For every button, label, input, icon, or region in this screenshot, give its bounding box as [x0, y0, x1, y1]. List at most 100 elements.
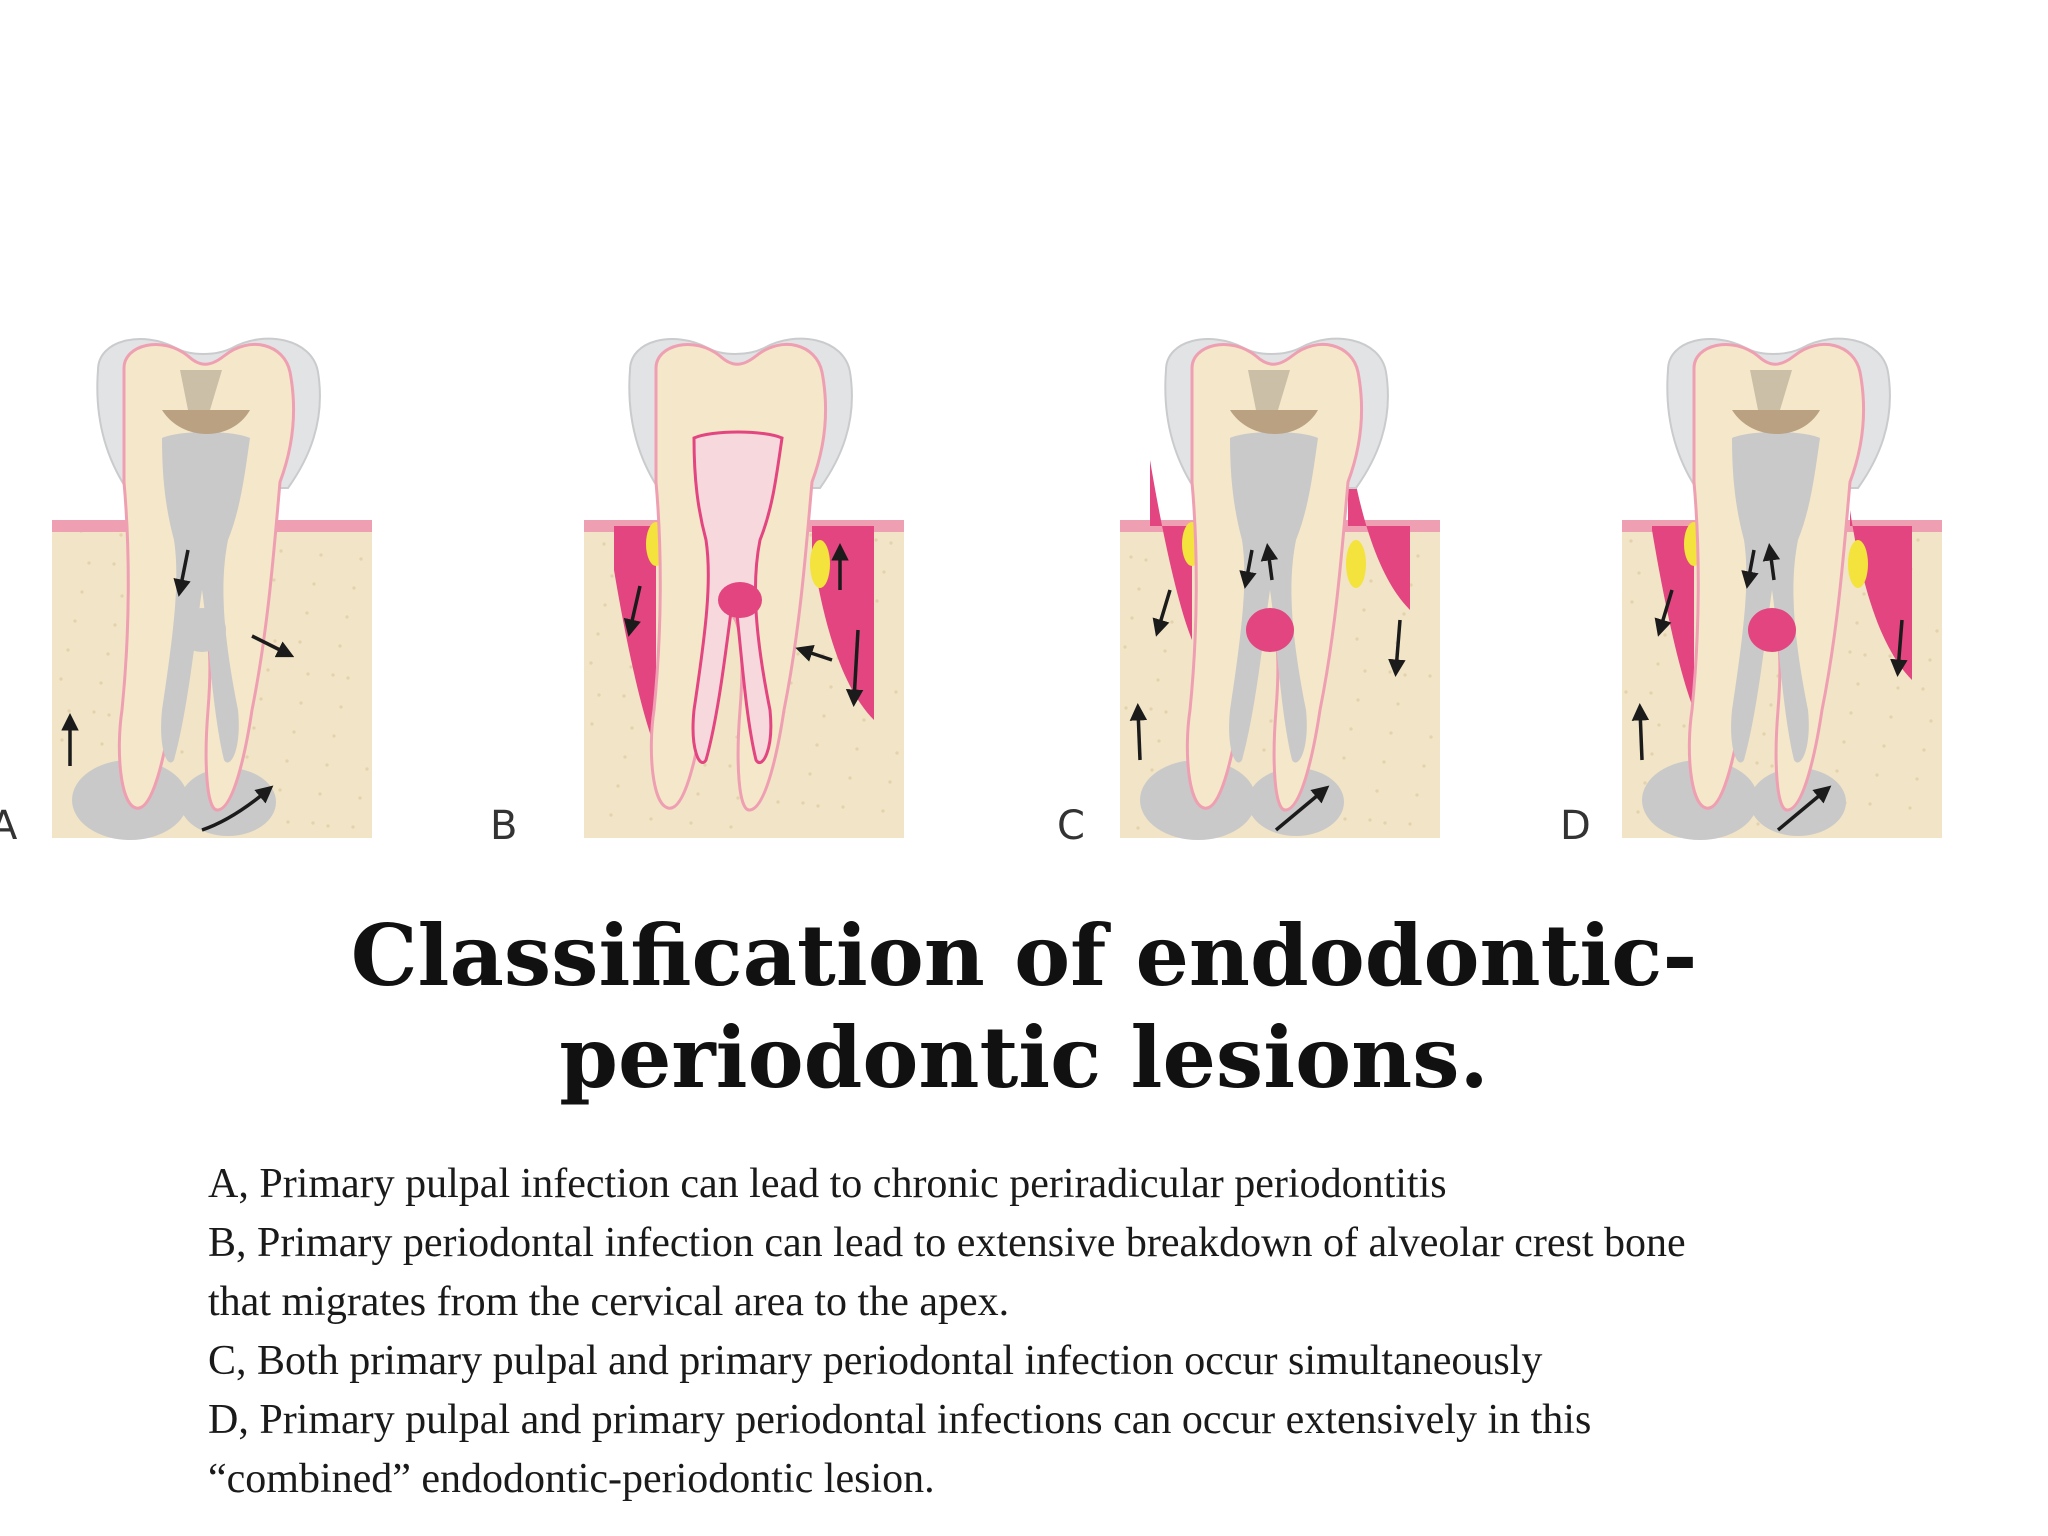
figure-caption: A, Primary pulpal infection can lead to … [208, 1155, 2008, 1509]
bone-texture [808, 772, 812, 776]
bone-texture [299, 701, 303, 705]
bone-texture [245, 755, 249, 759]
bone-texture [1856, 682, 1860, 686]
bone-texture [1842, 740, 1846, 744]
tooth-group [584, 337, 904, 838]
caption-line-b-cont: that migrates from the cervical area to … [208, 1279, 1010, 1325]
bone-texture [1428, 674, 1432, 678]
bone-texture [60, 738, 64, 742]
bone-texture [609, 813, 613, 817]
bone-texture [1663, 633, 1667, 637]
bone-texture [1157, 739, 1161, 743]
bone-texture [1409, 583, 1413, 587]
furcation-lesion [178, 608, 226, 652]
bone-texture [345, 615, 349, 619]
tooth-group [1622, 337, 1942, 840]
caption-line-d: D, Primary pulpal and primary periodonta… [208, 1397, 1592, 1443]
bone-texture [1363, 669, 1367, 673]
furcation-lesion [1748, 608, 1796, 652]
arrow-icon [251, 634, 295, 658]
bone-texture [1916, 538, 1920, 542]
furcation-lesion [1246, 608, 1294, 652]
panel-d [1582, 330, 1962, 870]
bone-texture [881, 809, 885, 813]
bone-texture [338, 644, 342, 648]
tooth-diagram-a [52, 337, 372, 840]
bone-texture [285, 759, 289, 763]
bone-texture [1149, 707, 1153, 711]
bone-texture [92, 710, 96, 714]
bone-texture [889, 541, 893, 545]
bone-texture [273, 639, 277, 643]
bone-texture [112, 562, 116, 566]
bone-texture [616, 784, 620, 788]
bone-texture [1657, 723, 1661, 727]
bone-texture [1863, 653, 1867, 657]
bone-texture [100, 742, 104, 746]
bone-texture [1422, 764, 1426, 768]
bone-texture [1855, 621, 1859, 625]
bone-texture [1835, 769, 1839, 773]
bone-texture [589, 661, 593, 665]
bone-texture [882, 570, 886, 574]
bone-texture [703, 763, 707, 767]
calculus-right [810, 540, 830, 588]
arrow-icon [623, 585, 642, 637]
bone-texture [1137, 587, 1141, 591]
bone-texture [1343, 817, 1347, 821]
bone-texture [352, 586, 356, 590]
bone-texture [1403, 673, 1407, 677]
bone-texture [59, 677, 63, 681]
bone-texture [286, 820, 290, 824]
bone-texture [1383, 821, 1387, 825]
caption-line-d-cont: “combined” endodontic-periodontic lesion… [208, 1456, 935, 1502]
arrow-icon [1776, 785, 1832, 832]
pulp-necrotic [1229, 432, 1318, 763]
arrow-icon [1762, 543, 1781, 581]
bone-texture [1123, 645, 1127, 649]
bone-texture [1402, 612, 1406, 616]
bone-texture [1136, 826, 1140, 830]
tooth-diagram-d [1622, 337, 1942, 840]
bone-texture [66, 648, 70, 652]
bone-texture [1762, 732, 1766, 736]
panel-a [12, 330, 392, 870]
bone-texture [279, 549, 283, 553]
bone-texture [1375, 789, 1379, 793]
bone-texture [1164, 710, 1168, 714]
bone-texture [312, 582, 316, 586]
bone-texture [1643, 781, 1647, 785]
bone-texture [259, 697, 263, 701]
bone-texture [649, 817, 653, 821]
arrow-icon [1631, 703, 1650, 761]
bone-texture [1755, 761, 1759, 765]
periodontal-lesion-right [1348, 440, 1410, 610]
arrow-icon [1654, 589, 1674, 637]
bone-texture [1908, 806, 1912, 810]
bone-texture [597, 693, 601, 697]
arrow-icon [845, 629, 864, 707]
bone-texture [1362, 608, 1366, 612]
bone-texture [326, 824, 330, 828]
bone-texture [603, 603, 607, 607]
bone-texture [1415, 793, 1419, 797]
bone-texture [325, 763, 329, 767]
bone-texture [1862, 592, 1866, 596]
arrow-icon [1274, 785, 1330, 832]
bone-texture [1650, 752, 1654, 756]
bone-texture [106, 652, 110, 656]
bone-texture [862, 718, 866, 722]
tooth-group [52, 337, 372, 840]
bone-texture [796, 652, 800, 656]
bone-texture [1637, 571, 1641, 575]
bone-texture [1156, 678, 1160, 682]
restoration [1750, 370, 1792, 410]
arrow-icon [1239, 549, 1257, 589]
bone-texture [1356, 698, 1360, 702]
bone-texture [1342, 756, 1346, 760]
bone-texture [358, 796, 362, 800]
bone-texture [107, 713, 111, 717]
arrow-icon [1129, 703, 1148, 761]
panel-c [1080, 330, 1460, 870]
bone-texture [1769, 703, 1773, 707]
